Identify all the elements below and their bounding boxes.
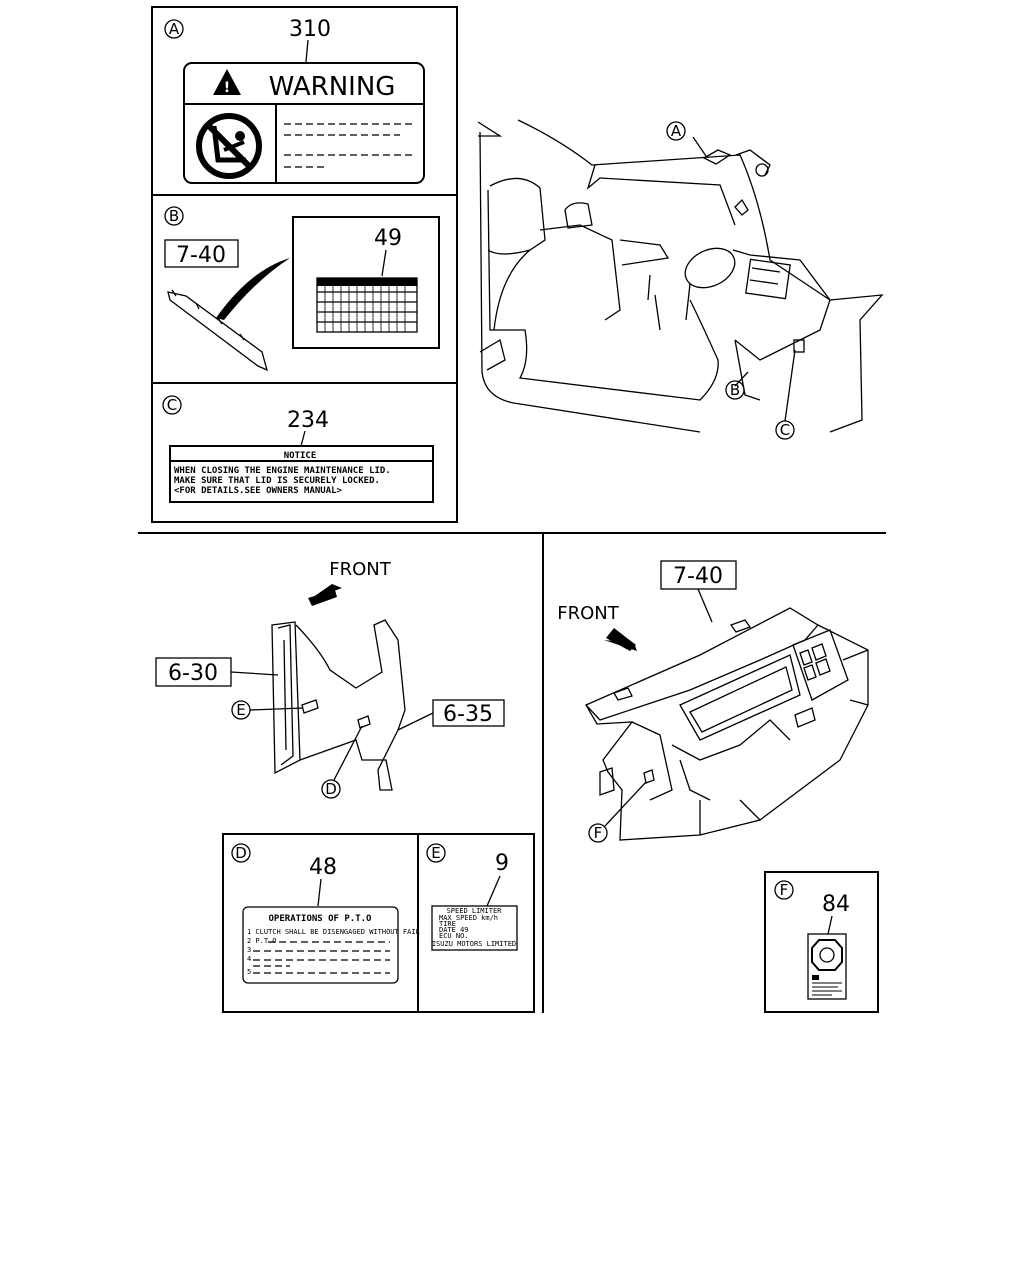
- pto-line-2: 2 P.T.O: [247, 937, 277, 945]
- panel-a-letter: A: [169, 20, 180, 38]
- notice-line-2: MAKE SURE THAT LID IS SECURELY LOCKED.: [174, 476, 380, 486]
- panel-d-ref: 48: [309, 855, 337, 880]
- panel-b-part: 7-40: [176, 243, 226, 268]
- leader-line: [230, 671, 279, 676]
- callout-circle-cab-a: [666, 121, 686, 141]
- speed-line-1: SPEED LIMITER: [447, 907, 503, 915]
- label-d-location: [357, 715, 371, 729]
- door-trim-illustration: [271, 584, 406, 791]
- leader-line: [604, 781, 647, 827]
- door-callout-d: D: [325, 780, 337, 798]
- dashboard-illustration: [585, 607, 869, 841]
- labels-frame-de: [222, 833, 535, 1013]
- panel-b: B 7-40 49: [164, 206, 440, 372]
- door-part-left: 6-30: [168, 661, 218, 686]
- warning-label-title: WARNING: [269, 72, 396, 102]
- leader-line: [486, 875, 501, 907]
- callout-circle-e: [426, 843, 446, 863]
- leader-line: [397, 712, 434, 731]
- panel-f-ref: 84: [822, 892, 850, 917]
- callout-circle-d: [231, 843, 251, 863]
- door-callout-e: E: [236, 701, 245, 719]
- dash-part: 7-40: [673, 564, 723, 589]
- callout-circle-f: [774, 880, 794, 900]
- zoom-indicator: [216, 258, 290, 320]
- callout-circle-c: [162, 395, 182, 415]
- panel-b-ref: 49: [374, 226, 402, 251]
- leader-line: [317, 878, 322, 907]
- panel-d-letter: D: [235, 844, 247, 862]
- speed-limiter-label: [431, 905, 518, 951]
- panel-c: C 234 NOTICE WHEN CLOSING THE ENGINE MAI…: [162, 395, 434, 503]
- sun-visor: [702, 149, 732, 165]
- notice-line-1: WHEN CLOSING THE ENGINE MAINTENANCE LID.: [174, 466, 391, 476]
- glove-box-lid: [167, 291, 268, 372]
- exclamation-icon: !: [224, 80, 230, 96]
- panel-c-ref: 234: [287, 408, 329, 433]
- speed-line-2: MAX SPEED km/h: [439, 914, 498, 922]
- cab-callout-c: C: [780, 421, 790, 439]
- dash-callout-f: F: [594, 824, 603, 842]
- door-part-right: 6-35: [443, 702, 493, 727]
- label-grid-chart: [316, 277, 418, 333]
- no-child-seat-icon: [196, 113, 262, 179]
- lid-tabs: [171, 289, 245, 341]
- callout-circle-b: [164, 206, 184, 226]
- panel-c-letter: C: [167, 396, 177, 414]
- speed-line-5: ECU NO.: [439, 932, 469, 940]
- panel-d: D 48 OPERATIONS OF P.T.O 1 CLUTCH SHALL …: [231, 843, 420, 984]
- leader-line: [333, 725, 363, 781]
- speed-line-6: ISUZU MOTORS LIMITED: [432, 940, 516, 948]
- notice-label: [169, 445, 434, 503]
- callout-circle-door-d: [321, 779, 341, 799]
- notice-line-3: <FOR DETAILS.SEE OWNERS MANUAL>: [174, 486, 343, 496]
- label-e-location: [301, 699, 319, 714]
- switch-label: [807, 933, 847, 1000]
- callout-circle-a: [164, 19, 184, 39]
- panel-f: F 84: [764, 871, 879, 1013]
- panel-e-ref: 9: [495, 851, 509, 876]
- leader-line: [300, 430, 306, 447]
- label-detail-box: [292, 216, 440, 349]
- notice-label-title: NOTICE: [284, 451, 317, 461]
- cab-interior-illustration: [477, 119, 884, 433]
- speed-line-4: DATE 49: [439, 926, 469, 934]
- pto-line-4: 4: [247, 955, 251, 963]
- door-front-label: FRONT: [329, 559, 391, 580]
- cab-callout-a: A: [671, 122, 682, 140]
- panel-e-letter: E: [431, 844, 440, 862]
- warning-label: [183, 62, 425, 184]
- callout-circle-cab-c: [775, 420, 795, 440]
- leader-line: [249, 707, 304, 711]
- leader-line: [697, 588, 713, 623]
- pto-label: [242, 906, 399, 984]
- panel-e: E 9 SPEED LIMITER MAX SPEED km/h TIRE DA…: [426, 843, 518, 951]
- panel-f-letter: F: [780, 881, 789, 899]
- pto-label-title: OPERATIONS OF P.T.O: [269, 914, 373, 924]
- panel-a: A 310 ! WARNING: [164, 17, 425, 184]
- part-box: [164, 239, 239, 268]
- panel-b-letter: B: [169, 207, 179, 225]
- switch-knob-icon: [819, 947, 835, 963]
- leader-line: [381, 249, 387, 277]
- pto-line-3: 3: [247, 946, 251, 954]
- labels-frame-abc: [151, 6, 458, 523]
- pto-line-5: 5: [247, 968, 251, 976]
- labels-frame-f: [764, 871, 879, 1013]
- pto-line-1: 1 CLUTCH SHALL BE DISENGAGED WITHOUT FAI…: [247, 928, 420, 936]
- callout-circle-dash-f: [588, 823, 608, 843]
- dash-front-label: FRONT: [557, 603, 619, 624]
- leader-line: [827, 915, 833, 935]
- octagon-switch-icon: [811, 939, 843, 971]
- cab-callout-b: B: [730, 381, 740, 399]
- label-f-location: [643, 769, 655, 784]
- speed-line-3: TIRE: [439, 920, 456, 928]
- panel-a-ref: 310: [289, 17, 331, 42]
- warning-triangle-icon: [213, 69, 241, 95]
- leader-line: [305, 39, 309, 63]
- callout-circle-cab-b: [725, 380, 745, 400]
